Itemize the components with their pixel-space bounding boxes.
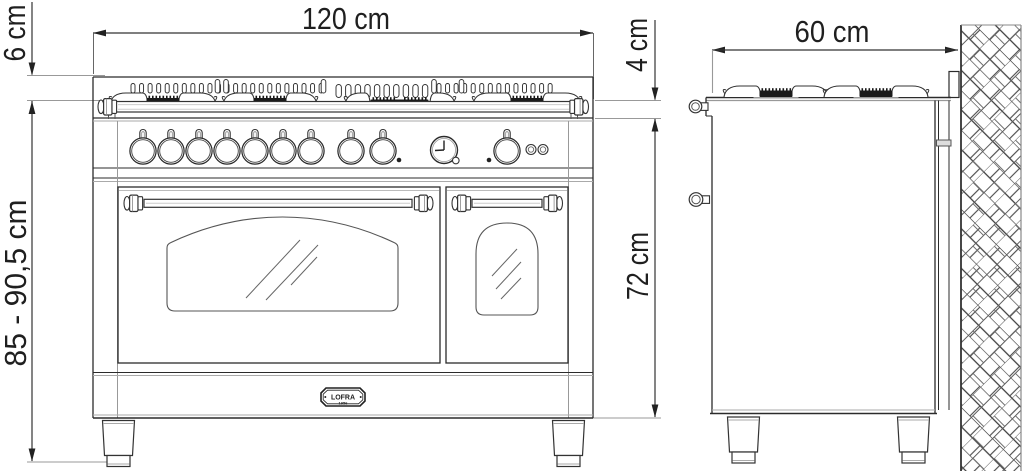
rail-cap-right [569,98,590,116]
wall-section [960,24,1022,471]
front-dim-arrows [28,29,958,462]
oven-window-large-reflections [245,239,319,301]
dim-label-width: 120 cm [302,2,390,36]
front-view: 120 cm 6 cm 85 - 90,5 cm 4 cm 72 cm [0,2,958,468]
dim-label-overall-height: 85 - 90,5 cm [0,200,33,367]
indicator-lights [525,143,549,156]
oven-door-large [117,186,441,364]
front-foot-left [101,419,136,468]
towel-rail [97,98,590,119]
control-panel-extras [396,135,549,165]
rail-cap-left [97,98,118,116]
ignition-dot-right [486,157,492,163]
front-foot-right [551,419,586,468]
side-foot-front [726,416,761,464]
brand-badge: LOFRA 1956 [320,387,366,407]
side-foot-rear [896,416,931,464]
clock [429,135,460,165]
brand-year: 1956 [339,401,349,406]
oven-door-small [445,186,569,364]
oven-door-small-handle [451,194,564,213]
oven-window-small-reflections [491,248,522,300]
oven-window-small [475,222,539,316]
dim-label-oven-height: 72 cm [621,232,655,300]
oven-window-large [166,216,399,312]
side-body [688,70,960,415]
oven-door-large-handle [123,194,434,213]
front-body [92,76,594,419]
dim-label-backsplash-height: 6 cm [0,5,32,62]
side-hob-burners [722,85,930,98]
ignition-dot-left [396,157,402,163]
brand-name: LOFRA [331,395,355,402]
side-dimensions [711,49,958,93]
dim-label-hob-edge: 4 cm [620,18,654,72]
front-dimensions [27,2,661,463]
side-rail-end [688,99,709,114]
dim-label-depth: 60 cm [795,15,870,49]
side-handle-end [688,192,711,207]
side-view: 60 cm [688,15,1022,471]
burner-grate [822,85,930,98]
oven-doors [117,186,569,364]
